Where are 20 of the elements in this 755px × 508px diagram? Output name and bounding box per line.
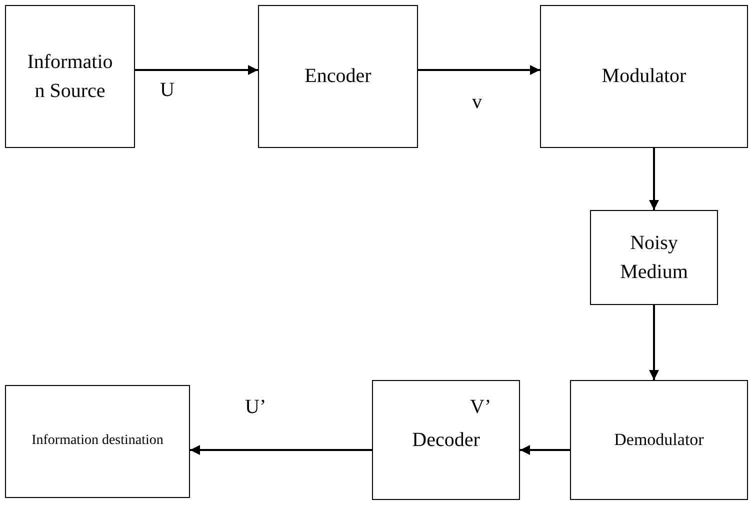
arrow — [520, 445, 570, 455]
process-box — [590, 210, 718, 305]
box-label: Decoder — [412, 428, 480, 452]
process-box — [5, 5, 135, 148]
process-box — [5, 385, 190, 498]
arrow — [649, 148, 659, 210]
box-label: Demodulator — [614, 428, 704, 451]
box-label: Modulator — [602, 64, 686, 89]
box-label: Informatio n Source — [26, 50, 114, 104]
process-box — [258, 5, 418, 148]
process-box — [372, 380, 520, 500]
box-label: Information destination — [32, 432, 164, 450]
process-box — [570, 380, 748, 500]
box-label: Noisy Medium — [619, 230, 689, 284]
arrow — [135, 65, 258, 75]
arrow — [190, 445, 372, 455]
arrow — [649, 305, 659, 380]
arrow — [418, 65, 540, 75]
box-label: Encoder — [304, 64, 372, 89]
process-box — [540, 5, 748, 148]
